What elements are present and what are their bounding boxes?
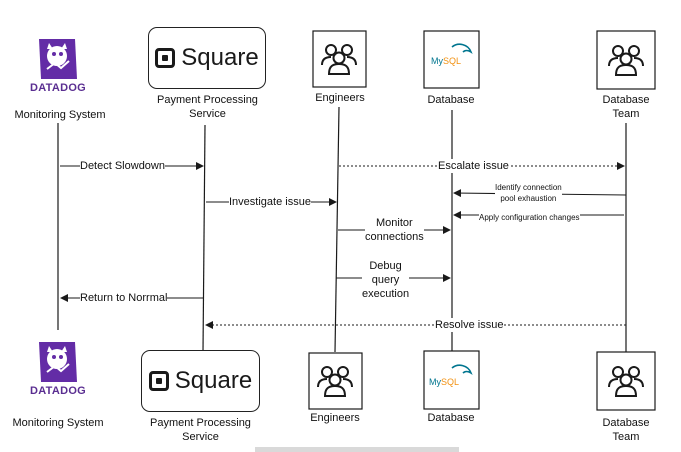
msg-apply-config: Apply configuration changes <box>479 212 580 223</box>
square-logo-text: Square <box>174 367 253 394</box>
label-engineers-bottom: Engineers <box>300 411 370 425</box>
msg-identify-pool: Identify connection pool exhaustion <box>495 182 562 204</box>
dbteam-box-bottom <box>596 351 656 411</box>
square-logo-text: Square <box>181 44 259 71</box>
label-database-bottom: Database <box>418 411 484 425</box>
mysql-dolphin-icon <box>451 364 473 376</box>
label-database-top: Database <box>418 93 484 107</box>
database-box-top <box>423 30 480 89</box>
square-icon <box>155 48 176 68</box>
lifeline-engineers <box>334 106 340 353</box>
users-icon <box>608 45 644 76</box>
datadog-logo-text-top: DATADOG <box>29 82 87 94</box>
square-box-top: Square <box>148 27 266 89</box>
square-logo: Square <box>149 28 265 88</box>
datadog-logo-top <box>39 39 77 79</box>
square-logo: Square <box>142 351 259 411</box>
msg-return-normal: Return to Norrmal <box>80 291 168 305</box>
label-dbteam-top: Database Team <box>590 93 662 121</box>
engineers-box-bottom <box>308 352 363 410</box>
square-box-bottom: Square <box>141 350 260 412</box>
mysql-logo-top: MySQL <box>431 56 462 66</box>
label-dbteam-bottom: Database Team <box>590 416 662 444</box>
database-box-bottom <box>423 350 480 410</box>
lifeline-payment <box>202 124 206 353</box>
label-monitoring-top: Monitoring System <box>5 108 115 122</box>
datadog-logo-text-bottom: DATADOG <box>29 385 87 397</box>
label-payment-bottom: Payment Processing Service <box>138 416 263 444</box>
msg-detect-slowdown: Detect Slowdown <box>80 159 165 173</box>
label-engineers-top: Engineers <box>305 91 375 105</box>
dbteam-box-top <box>596 30 656 90</box>
square-icon <box>148 371 169 391</box>
msg-resolve-issue: Resolve issue <box>435 318 504 332</box>
users-icon <box>317 366 353 397</box>
label-monitoring-bottom: Monitoring System <box>2 416 114 430</box>
horizontal-scrollbar[interactable] <box>255 447 459 452</box>
users-icon <box>321 44 357 75</box>
msg-escalate-issue: Escalate issue <box>438 159 509 173</box>
users-icon <box>608 366 644 397</box>
datadog-logo-bottom <box>39 342 77 382</box>
mysql-dolphin-icon <box>451 43 473 55</box>
msg-debug-query: Debug query execution <box>362 259 410 301</box>
mysql-logo-bottom: MySQL <box>429 377 460 387</box>
engineers-box-top <box>312 30 367 88</box>
msg-monitor-connections: Monitor connections <box>365 216 424 244</box>
label-payment-top: Payment Processing Service <box>145 93 270 121</box>
msg-investigate-issue: Investigate issue <box>229 195 311 209</box>
